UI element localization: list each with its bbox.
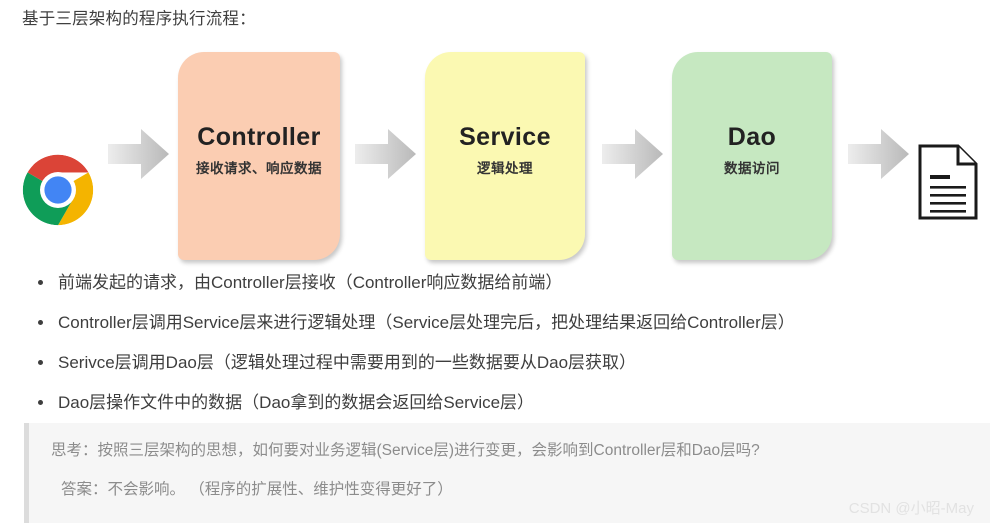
list-item: Serivce层调用Dao层（逻辑处理过程中需要用到的一些数据要从Dao层获取） — [32, 343, 972, 383]
flow-arrow-1-icon — [108, 128, 170, 180]
page-title: 基于三层架构的程序执行流程： — [22, 10, 256, 28]
flow-arrow-2-icon — [355, 128, 417, 180]
layer-box-service[interactable]: Service 逻辑处理 — [425, 52, 585, 260]
note-answer-text: 答案：不会影响。 （程序的扩展性、维护性变得更好了） — [61, 481, 453, 498]
layer-subtitle-service: 逻辑处理 — [477, 160, 533, 176]
layer-box-controller[interactable]: Controller 接收请求、响应数据 — [178, 52, 340, 260]
layer-title-dao: Dao — [727, 123, 777, 151]
layer-title-service: Service — [459, 123, 551, 151]
list-item: Dao层操作文件中的数据（Dao拿到的数据会返回给Service层） — [32, 383, 972, 423]
note-question-text: 思考：按照三层架构的思想，如何要对业务逻辑(Service层)进行变更，会影响到… — [51, 442, 760, 459]
chrome-logo-icon — [18, 150, 98, 230]
flow-diagram: Controller 接收请求、响应数据 Service 逻辑处理 — [0, 40, 990, 260]
layer-subtitle-controller: 接收请求、响应数据 — [196, 160, 322, 176]
flow-arrow-3-icon — [602, 128, 664, 180]
note-callout-block: 思考：按照三层架构的思想，如何要对业务逻辑(Service层)进行变更，会影响到… — [24, 423, 990, 523]
layer-title-controller: Controller — [197, 123, 321, 151]
list-item: 前端发起的请求，由Controller层接收（Controller响应数据给前端… — [32, 263, 972, 303]
layer-subtitle-dao: 数据访问 — [724, 160, 780, 176]
document-file-icon — [917, 143, 979, 221]
list-item: Controller层调用Service层来进行逻辑处理（Service层处理完… — [32, 303, 972, 343]
flow-description-list: 前端发起的请求，由Controller层接收（Controller响应数据给前端… — [32, 263, 972, 423]
flow-arrow-4-icon — [848, 128, 910, 180]
csdn-watermark: CSDN @小昭-May — [848, 500, 974, 517]
layer-box-dao[interactable]: Dao 数据访问 — [672, 52, 832, 260]
